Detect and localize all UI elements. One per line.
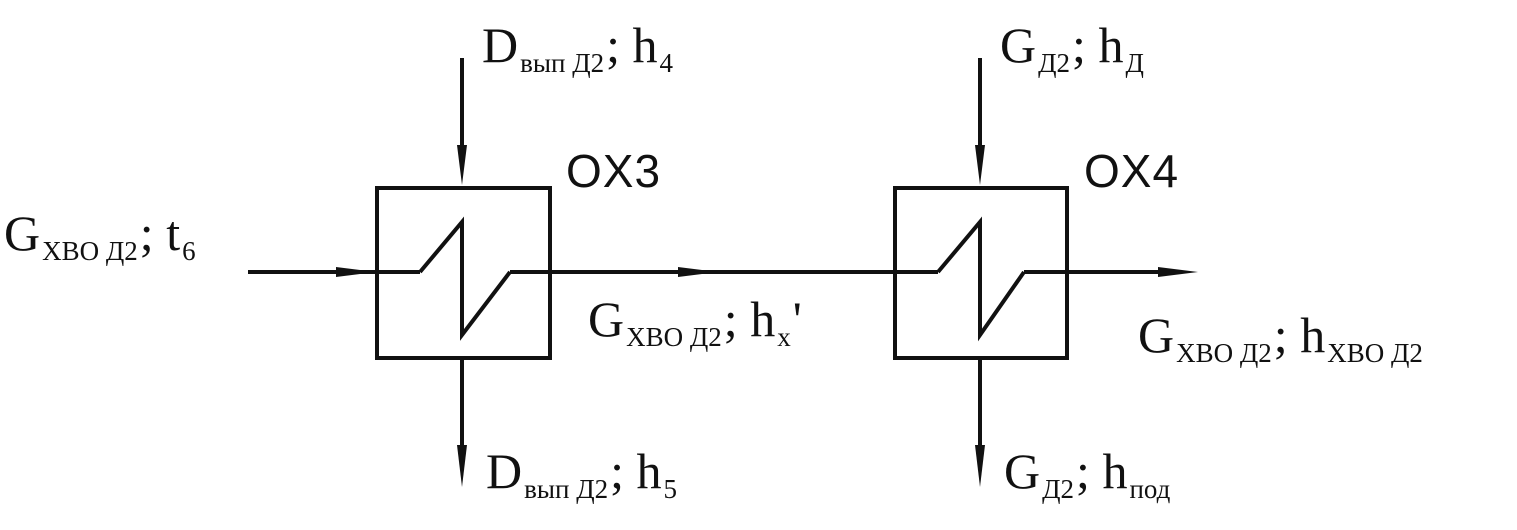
stream-separator: ; xyxy=(606,17,621,73)
stream-symbol: G xyxy=(588,291,625,347)
stream-symbol: G xyxy=(1000,17,1037,73)
ox4-heating-out-arrow xyxy=(975,445,985,487)
stream-symbol-subscript: ХВО Д2 xyxy=(1176,338,1272,368)
stream-param-subscript: х xyxy=(777,322,791,352)
stream-label-ox3-condensate-out: Dвып Д2; h5 xyxy=(486,443,679,503)
stream-label-ox4-heating-out: GД2; hпод xyxy=(1004,443,1172,503)
stream-separator: ; xyxy=(1076,443,1090,499)
stream-param: h xyxy=(1300,307,1326,363)
stream-param: h xyxy=(1098,17,1124,73)
ox4-heating-in-arrow xyxy=(975,145,985,185)
intermediate-arrow xyxy=(678,267,718,277)
inlet-arrow xyxy=(336,267,376,277)
stream-separator: ; xyxy=(1273,307,1288,363)
ox3-steam-in-arrow xyxy=(457,145,467,185)
ox3-coil-symbol xyxy=(418,216,512,341)
stream-param: h xyxy=(632,17,658,73)
stream-label-ox3-steam-in: Dвып Д2; h4 xyxy=(482,17,675,77)
stream-symbol-subscript: ХВО Д2 xyxy=(42,236,138,266)
stream-param-subscript: под xyxy=(1129,474,1171,504)
stream-param-subscript: 5 xyxy=(663,474,678,504)
stream-param: h xyxy=(636,443,662,499)
stream-label-inlet: GХВО Д2; t6 xyxy=(4,205,198,265)
stream-param-subscript: ХВО Д2 xyxy=(1327,338,1423,368)
stream-separator: ; xyxy=(139,205,154,261)
stream-symbol-subscript: Д2 xyxy=(1042,474,1075,504)
stream-label-outlet: GХВО Д2; hХВО Д2 xyxy=(1138,307,1425,367)
diagram-lines xyxy=(248,58,1170,448)
ox3-condensate-out-arrow xyxy=(457,445,467,487)
stream-label-ox4-heating-in: GД2; hД xyxy=(1000,17,1146,77)
stream-symbol-subscript: вып Д2 xyxy=(520,48,605,78)
stream-label-intermediate: GХВО Д2; hх' xyxy=(588,291,802,351)
stream-symbol-subscript: ХВО Д2 xyxy=(626,322,722,352)
stream-param: h xyxy=(1102,443,1128,499)
stream-symbol: D xyxy=(482,17,519,73)
stream-separator: ; xyxy=(610,443,625,499)
stream-symbol: G xyxy=(1138,307,1175,363)
stream-symbol-subscript: Д2 xyxy=(1038,48,1071,78)
outlet-arrow xyxy=(1158,267,1198,277)
ox4-coil-symbol xyxy=(936,216,1026,342)
stream-separator: ; xyxy=(1072,17,1086,73)
stream-param-subscript: 6 xyxy=(182,236,196,266)
stream-param: t xyxy=(166,205,181,261)
stream-separator: ; xyxy=(723,291,738,347)
stream-param-prime: ' xyxy=(792,291,802,347)
unit-name-ox4: OX4 xyxy=(1084,145,1180,197)
stream-symbol: G xyxy=(4,205,41,261)
stream-symbol: G xyxy=(1004,443,1041,499)
stream-param-subscript: Д xyxy=(1125,48,1144,78)
unit-name-ox3: OX3 xyxy=(566,145,662,197)
stream-symbol: D xyxy=(486,443,523,499)
stream-param: h xyxy=(750,291,776,347)
arrowheads xyxy=(336,145,1198,487)
stream-param-subscript: 4 xyxy=(659,48,674,78)
stream-symbol-subscript: вып Д2 xyxy=(524,474,609,504)
